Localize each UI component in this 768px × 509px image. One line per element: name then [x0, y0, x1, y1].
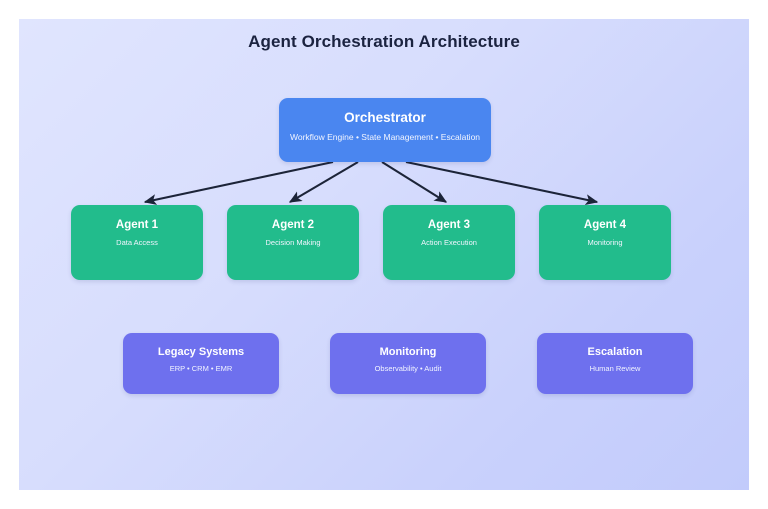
node-legacy-systems[interactable]: Legacy Systems ERP • CRM • EMR — [123, 333, 279, 394]
node-legacy-systems-subtitle: ERP • CRM • EMR — [169, 364, 233, 374]
node-agent-3[interactable]: Agent 3 Action Execution — [383, 205, 515, 280]
node-orchestrator-title: Orchestrator — [344, 110, 426, 125]
node-agent-3-subtitle: Action Execution — [421, 237, 477, 247]
connector-orchestrator-to-agent-4 — [405, 160, 599, 206]
diagram-canvas: Agent Orchestration Architecture Orchest… — [19, 19, 749, 490]
node-agent-2-title: Agent 2 — [271, 219, 315, 231]
connector-orchestrator-to-agent-3 — [381, 161, 448, 203]
node-monitoring-subtitle: Observability • Audit — [374, 364, 442, 374]
node-agent-4[interactable]: Agent 4 Monitoring — [539, 205, 671, 280]
node-escalation-subtitle: Human Review — [589, 364, 641, 374]
node-escalation-title: Escalation — [587, 346, 643, 358]
node-agent-1[interactable]: Agent 1 Data Access — [71, 205, 203, 280]
node-agent-1-subtitle: Data Access — [116, 237, 158, 247]
node-orchestrator-subtitle: Workflow Engine • State Management • Esc… — [289, 131, 481, 142]
diagram-title: Agent Orchestration Architecture — [248, 32, 520, 51]
node-agent-2[interactable]: Agent 2 Decision Making — [227, 205, 359, 280]
connector-orchestrator-to-agent-2 — [288, 161, 359, 203]
node-orchestrator[interactable]: Orchestrator Workflow Engine • State Man… — [279, 98, 491, 162]
node-agent-4-title: Agent 4 — [583, 219, 627, 231]
node-monitoring-title: Monitoring — [379, 346, 437, 358]
node-escalation[interactable]: Escalation Human Review — [537, 333, 693, 394]
node-agent-1-title: Agent 1 — [115, 219, 159, 231]
node-legacy-systems-title: Legacy Systems — [157, 346, 245, 358]
node-agent-4-subtitle: Monitoring — [587, 237, 623, 247]
node-monitoring[interactable]: Monitoring Observability • Audit — [330, 333, 486, 394]
connector-orchestrator-to-agent-1 — [143, 160, 334, 205]
node-agent-3-title: Agent 3 — [427, 219, 471, 231]
node-agent-2-subtitle: Decision Making — [265, 237, 321, 247]
